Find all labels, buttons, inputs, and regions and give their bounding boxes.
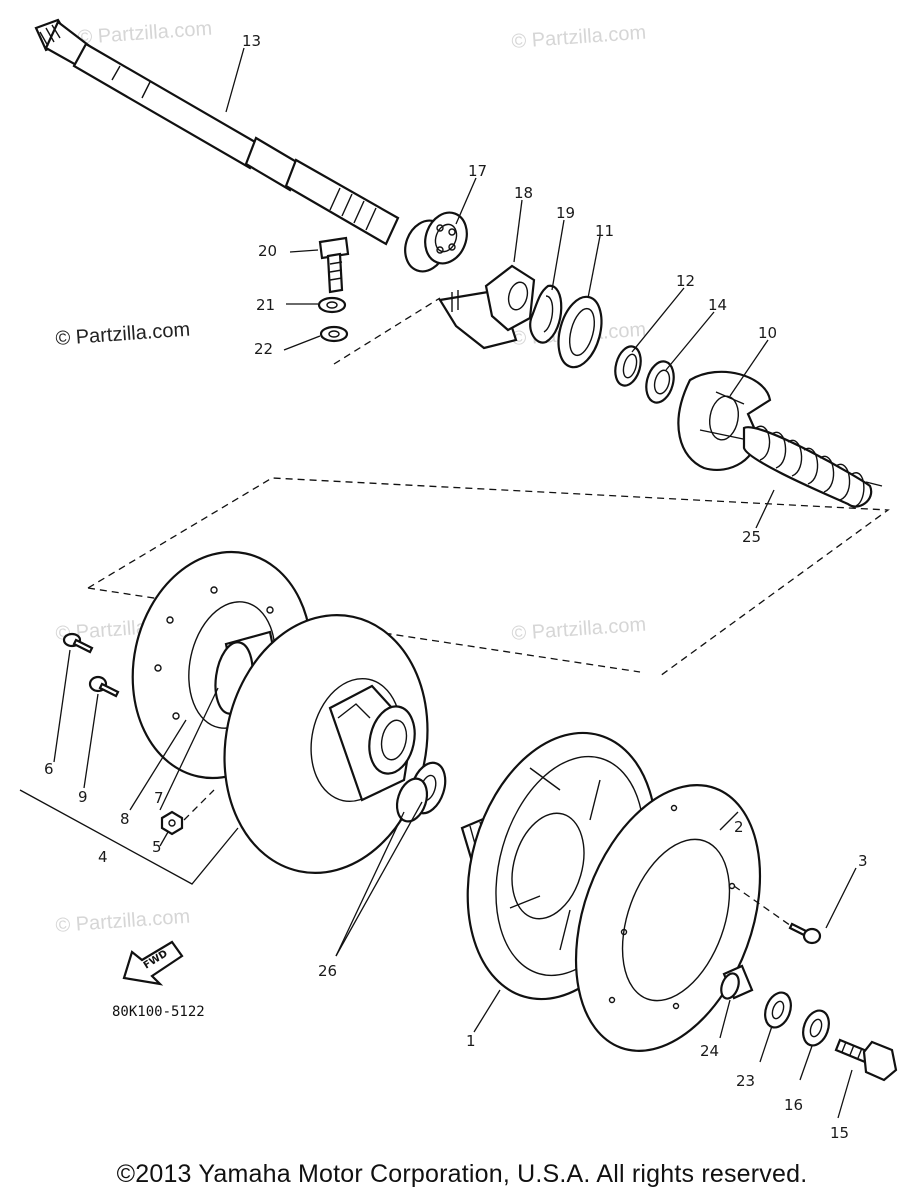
callout-13: 13	[242, 32, 261, 50]
callout-15: 15	[830, 1124, 849, 1142]
bolt-part-20	[318, 236, 350, 294]
callout-19: 19	[556, 204, 575, 222]
plate-part-2	[574, 784, 762, 1052]
bushing-part-26	[395, 761, 447, 823]
callout-9: 9	[78, 788, 88, 806]
leader-lines	[53, 47, 857, 1119]
callout-24: 24	[700, 1042, 719, 1060]
watermark: © Partzilla.com	[55, 906, 191, 937]
callout-21: 21	[256, 296, 275, 314]
screw-part-3	[733, 885, 822, 945]
washer-part-22	[319, 325, 349, 343]
watermark: © Partzilla.com	[511, 614, 647, 645]
callout-17: 17	[468, 162, 487, 180]
nut-part-5	[160, 810, 184, 836]
callout-25: 25	[742, 528, 761, 546]
callout-3: 3	[858, 852, 868, 870]
callout-4: 4	[98, 848, 108, 866]
spring-part-25	[742, 425, 883, 508]
screw-part-9	[88, 675, 120, 698]
callout-8: 8	[120, 810, 130, 828]
callout-23: 23	[736, 1072, 755, 1090]
callout-22: 22	[254, 340, 273, 358]
watermark: © Partzilla.com	[55, 319, 191, 350]
collar-part-24	[720, 964, 754, 1000]
callout-11: 11	[595, 222, 614, 240]
callout-26: 26	[318, 962, 337, 980]
callout-18: 18	[514, 184, 533, 202]
washer-part-21	[317, 296, 347, 314]
watermark: © Partzilla.com	[511, 22, 647, 53]
washer-part-16	[802, 1009, 830, 1047]
diagram-code: 80K100-5122	[112, 1004, 205, 1020]
bolt-part-15	[834, 1038, 898, 1082]
callout-12: 12	[676, 272, 695, 290]
callout-5: 5	[152, 838, 162, 856]
callout-10: 10	[758, 324, 777, 342]
washer-part-23	[764, 991, 792, 1029]
callout-16: 16	[784, 1096, 803, 1114]
watermark: © Partzilla.com	[77, 18, 213, 49]
callout-20: 20	[258, 242, 277, 260]
bearing-part-17	[404, 211, 468, 273]
callout-7: 7	[154, 789, 164, 807]
bracket-part-18	[438, 264, 536, 350]
callout-1: 1	[466, 1032, 476, 1050]
screw-part-6	[62, 632, 94, 654]
callouts: 13 17 18 19 11 12 14 10 25 20 21 22 6 9 …	[44, 32, 868, 1142]
shaft-part-13	[34, 18, 400, 246]
callout-2: 2	[734, 818, 744, 836]
fwd-arrow-icon: FWD	[122, 940, 184, 986]
ring-part-12	[614, 345, 642, 387]
clip-part-19	[529, 284, 563, 344]
callout-14: 14	[708, 296, 727, 314]
copyright-footer: ©2013 Yamaha Motor Corporation, U.S.A. A…	[116, 1160, 808, 1188]
sheave-fixed	[223, 614, 429, 874]
washer-part-11	[557, 295, 603, 369]
washer-part-14	[645, 360, 675, 404]
callout-6: 6	[44, 760, 54, 778]
